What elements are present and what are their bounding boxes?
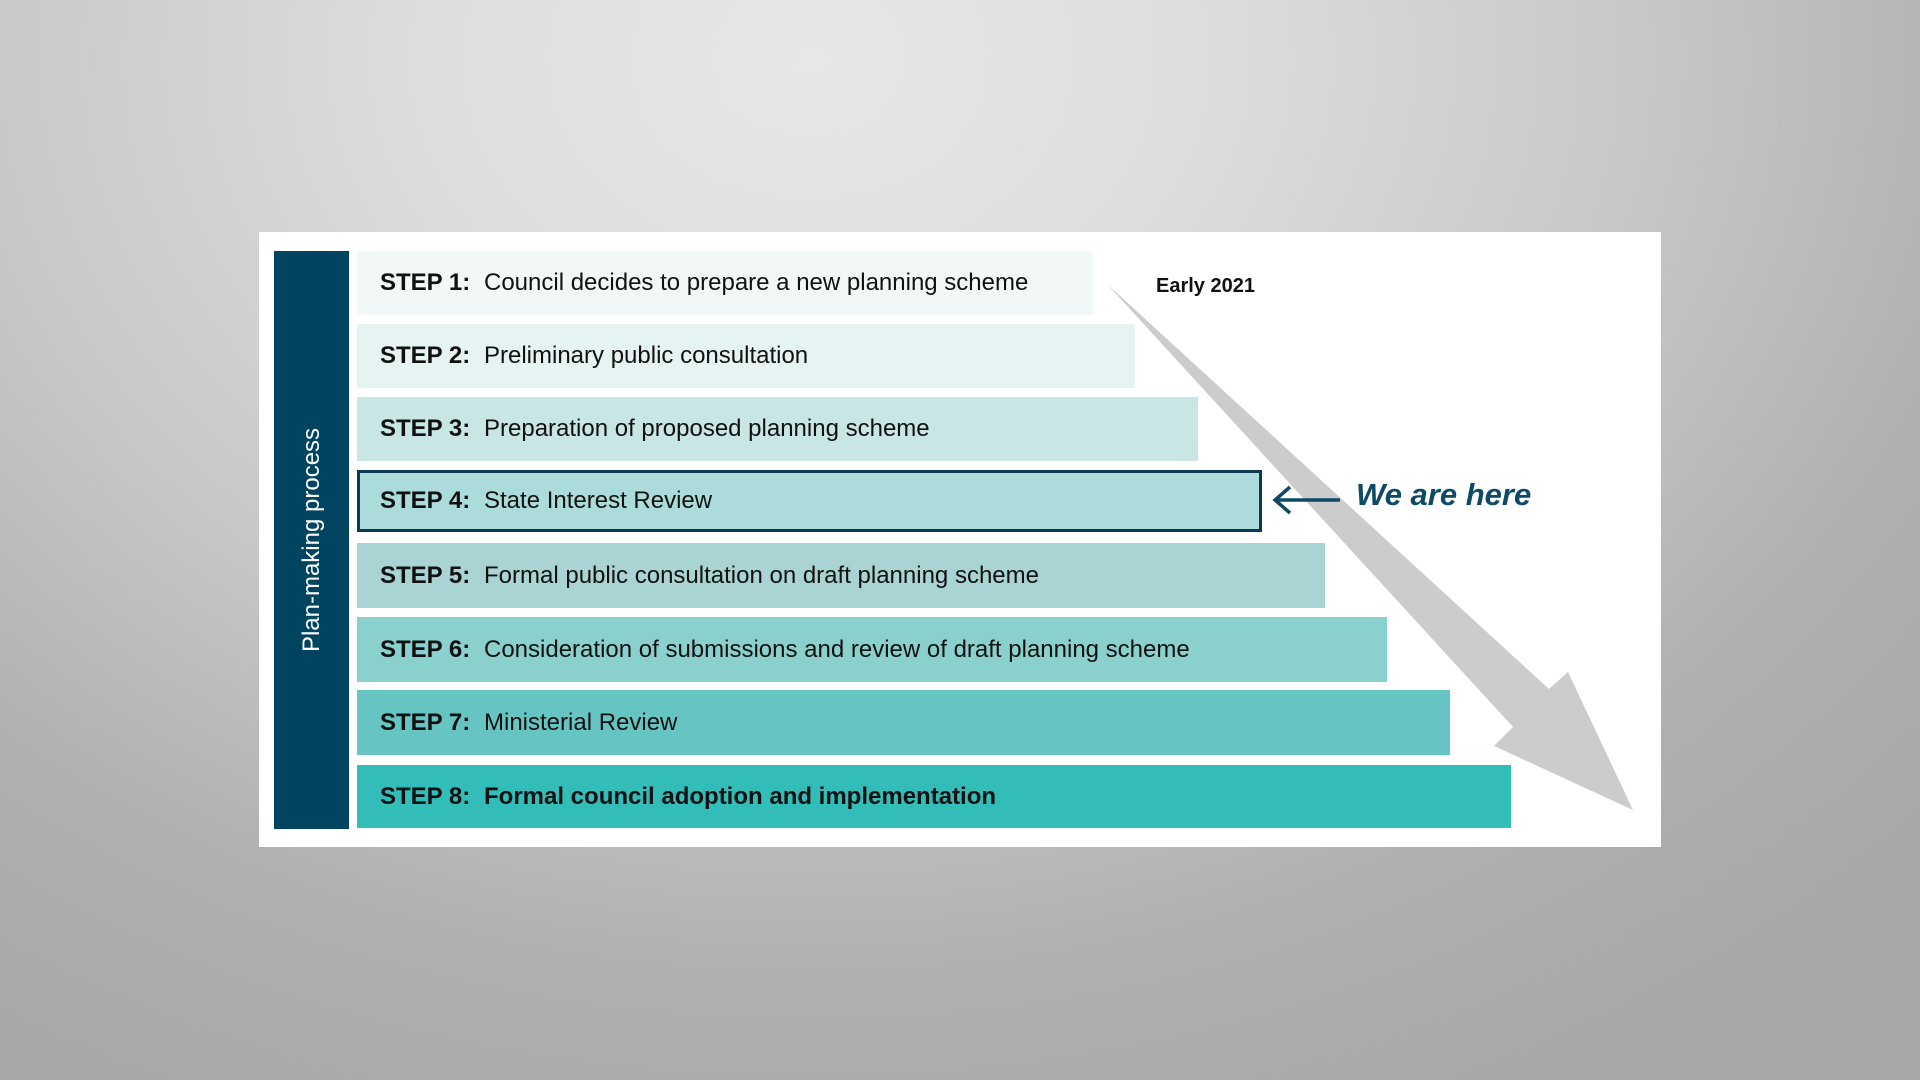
step-number: STEP 7: (380, 708, 471, 736)
step-7: STEP 7: Ministerial Review (357, 690, 1450, 755)
step-4-current: STEP 4: State Interest Review (357, 470, 1262, 532)
step-8: STEP 8: Formal council adoption and impl… (357, 765, 1511, 828)
step-number: STEP 3: (380, 415, 471, 442)
step-number: STEP 5: (380, 561, 471, 589)
step-number: STEP 2: (380, 342, 471, 369)
step-description: Preparation of proposed planning scheme (484, 415, 930, 442)
step-description: Preliminary public consultation (484, 342, 809, 369)
step-number: STEP 1: (380, 269, 471, 296)
step-1: STEP 1: Council decides to prepare a new… (357, 251, 1093, 315)
we-are-here-label: We are here (1356, 477, 1532, 512)
step-5: STEP 5: Formal public consultation on dr… (357, 543, 1325, 608)
step-description: Ministerial Review (484, 708, 678, 736)
step-number: STEP 6: (380, 635, 471, 663)
step-2: STEP 2: Preliminary public consultation (357, 324, 1135, 388)
step-3: STEP 3: Preparation of proposed planning… (357, 397, 1198, 461)
timeline-label: Early 2021 (1156, 275, 1255, 297)
step-description: Formal public consultation on draft plan… (484, 561, 1039, 589)
step-description: Formal council adoption and implementati… (484, 782, 997, 810)
process-sidebar: Plan-making process (274, 251, 349, 829)
step-6: STEP 6: Consideration of submissions and… (357, 617, 1387, 682)
step-number: STEP 4: (380, 487, 471, 514)
step-description: Consideration of submissions and review … (484, 635, 1190, 663)
step-description: Council decides to prepare a new plannin… (484, 269, 1029, 296)
step-description: State Interest Review (484, 487, 713, 514)
step-number: STEP 8: (380, 782, 471, 810)
